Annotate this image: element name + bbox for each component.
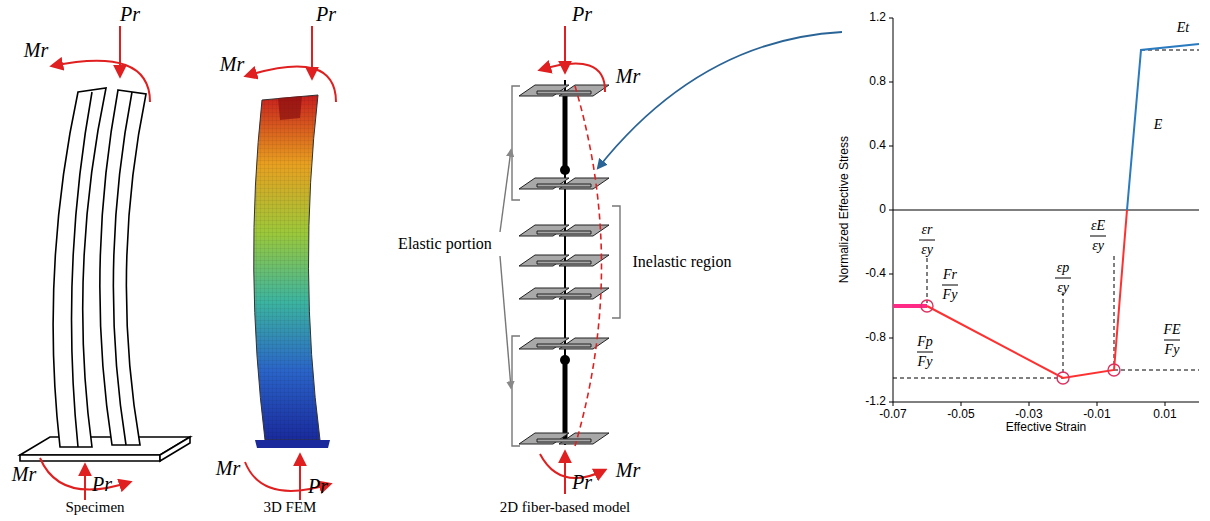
brackets [500,86,620,446]
fiber-section [537,91,591,94]
fraction-denominator: εy [1092,238,1104,253]
load-label: Pr [316,3,336,25]
chart [889,18,1199,406]
fiber-section [537,439,591,442]
tick-label: 0.8 [869,75,886,88]
tick-label: -0.03 [1015,408,1042,421]
fiber-section [537,261,591,264]
tick-label: -0.8 [865,331,886,344]
fraction-denominator: Fy [1165,342,1180,357]
axis-tick [889,146,893,147]
panel-title: 2D fiber-based model [500,499,631,516]
fiber-section [537,231,591,234]
tick-label: -0.01 [1083,408,1110,421]
fraction-numerator: Fr [943,267,957,282]
axis-tick [893,402,894,406]
load-label: Pr [572,471,592,493]
fraction-numerator: εp [1057,260,1070,275]
axis-title: Normalized Effective Stress [838,136,851,283]
fraction-numerator: εr [922,222,933,237]
tick-label: -0.07 [879,408,906,421]
region-label: Elastic portion [398,235,492,253]
tick-label: -0.05 [947,408,974,421]
fraction-denominator: εy [1057,280,1069,295]
fiber-section [537,294,591,297]
load-label: Pr [120,3,140,25]
moment-label: Mr [616,65,640,87]
axis-tick [1165,402,1166,406]
axis-tick [889,274,893,275]
modulus-label: Et [1177,20,1189,35]
specimen [20,88,190,461]
axis-tick [1097,402,1098,406]
fem-column [254,95,330,448]
axis-tick [889,210,893,211]
tick-label: 0.4 [869,139,886,152]
moment-label: Mr [220,53,244,75]
panel-title: Specimen [65,499,124,516]
fiber-model [519,80,609,446]
fraction-denominator: Fy [943,287,958,302]
fraction-denominator: Fy [918,354,933,369]
moment-label: Mr [216,457,240,479]
axis-tick [889,338,893,339]
region-label: Inelastic region [632,253,731,271]
fraction-numerator: εE [1091,218,1105,233]
fraction-numerator: FE [1163,322,1180,337]
moment-label: Mr [616,459,640,481]
fiber-section [537,344,591,347]
tick-label: -0.4 [865,267,886,280]
load-label: Pr [92,473,112,495]
fraction-numerator: Fp [917,334,933,349]
fiber-section [537,184,591,187]
axis-tick [961,402,962,406]
fiber-loads [540,26,605,494]
load-label: Pr [572,3,592,25]
axis-title: Effective Strain [1006,421,1086,434]
axis-tick [889,18,893,19]
tick-label: 0 [879,203,886,216]
panel-title: 3D FEM [264,499,317,516]
tick-label: 0.01 [1153,408,1176,421]
tick-label: -1.2 [865,395,886,408]
moment-label: Mr [12,463,36,485]
axis-tick [889,82,893,83]
axis-tick [1029,402,1030,406]
tick-label: 1.2 [869,11,886,24]
specimen-loads [40,26,150,500]
axis-tick [889,402,893,403]
fem-loads [245,26,336,500]
load-label: Pr [308,475,328,497]
pointer-arrow [598,32,842,168]
fraction-denominator: εy [921,242,933,257]
moment-label: Mr [24,39,48,61]
modulus-label: E [1154,117,1163,132]
